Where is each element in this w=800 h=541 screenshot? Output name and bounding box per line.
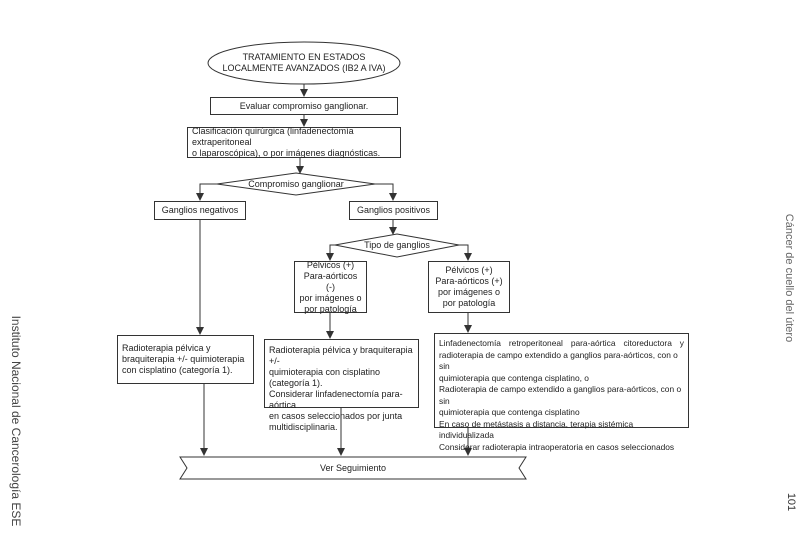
decision-nodal-text: Compromiso ganglionar (248, 179, 344, 189)
ppp-line-1: Pélvicos (+) (445, 265, 493, 275)
negative-text: Ganglios negativos (161, 205, 239, 215)
follow-up-shape (179, 456, 527, 480)
treatment-pelvic-node: Radioterapia pélvica y braquiterapia +/-… (264, 339, 419, 432)
treatment-para-aortic-node: Linfadenectomía retroperitoneal para-aór… (434, 333, 689, 452)
decision-type-diamond (334, 233, 460, 258)
tpa-line-7: Considerar radioterapia intraoperatoria … (439, 441, 675, 452)
ppp-line-2: Para-aórticos (+) (435, 276, 503, 286)
tpa-line-5: quimioterapia que contenga cisplatino (439, 407, 580, 417)
ppp-line-4: por patología (442, 298, 496, 308)
ppn-line-1: Pélvicos (+) (306, 259, 355, 270)
side-title-right-text: Cáncer de cuello del útero (783, 213, 795, 343)
side-institute-left-text: Instituto Nacional de Cancerología ESE (9, 315, 23, 527)
start-line-1: TRATAMIENTO EN ESTADOS (242, 52, 366, 62)
follow-up-label: Ver Seguimiento (180, 463, 526, 474)
positive-node: Ganglios positivos (349, 201, 438, 220)
tpa-line-6: En caso de metástasis a distancia, terap… (439, 418, 634, 441)
tp-line-5: multidisciplinaria. (269, 422, 338, 432)
evaluate-node: Evaluar compromiso ganglionar. (210, 97, 398, 115)
tpa-line-1: Linfadenectomía retroperitoneal para-aór… (439, 338, 684, 348)
classification-line-1: Clasificación quirúrgica (linfadenectomí… (192, 126, 354, 147)
tp-line-4: en casos seleccionados por junta (269, 411, 403, 421)
classification-line-2: o laparoscópica), o por imágenes diagnós… (192, 148, 381, 158)
side-title-right: Cáncer de cuello del útero (783, 178, 795, 378)
pelvic-pos-para-pos-node: Pélvicos (+) Para-aórticos (+) por imáge… (428, 261, 510, 313)
tn-line-1: Radioterapia pélvica y (122, 343, 211, 353)
tn-line-2: braquiterapia +/- quimioterapia (122, 354, 245, 364)
decision-nodal-diamond (216, 172, 376, 196)
tpa-line-2: radioterapia de campo extendido a gangli… (439, 349, 678, 372)
page-number-text: 101 (785, 492, 797, 512)
decision-type-text: Tipo de ganglios (364, 240, 430, 250)
classification-node: Clasificación quirúrgica (linfadenectomí… (187, 126, 401, 158)
start-node: TRATAMIENTO EN ESTADOS LOCALMENTE AVANZA… (208, 52, 400, 74)
evaluate-text: Evaluar compromiso ganglionar. (239, 100, 369, 111)
tpa-line-4: Radioterapia de campo extendido a gangli… (439, 384, 682, 406)
ppn-line-3: por imágenes o (299, 292, 362, 303)
tpa-line-3: quimioterapia que contenga cisplatino, o (439, 372, 589, 383)
page-number: 101 (785, 487, 797, 517)
tn-line-3: con cisplatino (categoría 1). (122, 365, 233, 375)
positive-text: Ganglios positivos (356, 205, 431, 215)
treatment-negative-node: Radioterapia pélvica y braquiterapia +/-… (117, 335, 254, 384)
ppp-line-3: por imágenes o (437, 287, 501, 297)
side-institute-left: Instituto Nacional de Cancerología ESE (9, 301, 23, 541)
tp-line-2: quimioterapia con cisplatino (categoría … (269, 367, 381, 388)
ppn-line-4: por patología (304, 303, 357, 314)
decision-nodal-label: Compromiso ganglionar (217, 179, 375, 190)
follow-up-text: Ver Seguimiento (319, 463, 387, 473)
pelvic-pos-para-neg-node: Pélvicos (+) Para-aórticos (-) por imáge… (294, 259, 367, 314)
negative-node: Ganglios negativos (154, 201, 246, 220)
tp-line-1: Radioterapia pélvica y braquiterapia +/- (269, 345, 413, 366)
start-line-2: LOCALMENTE AVANZADOS (IB2 A IVA) (222, 63, 386, 73)
decision-type-label: Tipo de ganglios (335, 240, 459, 251)
tp-line-3: Considerar linfadenectomía para-aórtica (269, 389, 403, 410)
ppn-line-2: Para-aórticos (-) (303, 270, 358, 292)
